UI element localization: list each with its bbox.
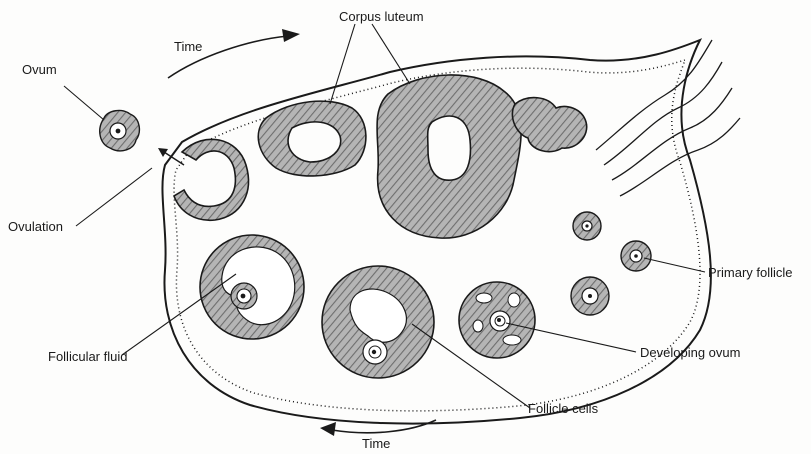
time-arrow-top-head — [282, 29, 300, 42]
released-ovum — [100, 111, 140, 151]
corpus-albicans — [512, 98, 586, 152]
secondary-follicle — [322, 266, 434, 378]
label-corpus-luteum: Corpus luteum — [339, 10, 424, 23]
label-ovum: Ovum — [22, 63, 57, 76]
ligament-strands — [596, 40, 740, 196]
label-primary-follicle: Primary follicle — [708, 266, 793, 279]
primary-follicle-3 — [571, 277, 609, 315]
time-arrow-bottom-head — [320, 422, 336, 436]
label-developing-ovum: Developing ovum — [640, 346, 740, 359]
label-ovulation: Ovulation — [8, 220, 63, 233]
label-time-bottom: Time — [362, 437, 390, 450]
label-follicular-fluid: Follicular fluid — [48, 350, 127, 363]
corpus-luteum-large — [377, 75, 521, 238]
ovulation-arrow-head — [158, 148, 168, 157]
primary-follicle-1 — [573, 212, 601, 240]
label-time-top: Time — [174, 40, 202, 53]
label-follicle-cells: Follicle cells — [528, 402, 598, 415]
primary-follicle-2 — [621, 241, 651, 271]
developing-follicle — [459, 282, 535, 358]
ruptured-follicle — [174, 139, 248, 220]
corpus-luteum-small — [258, 101, 366, 176]
mature-follicle — [200, 235, 304, 339]
